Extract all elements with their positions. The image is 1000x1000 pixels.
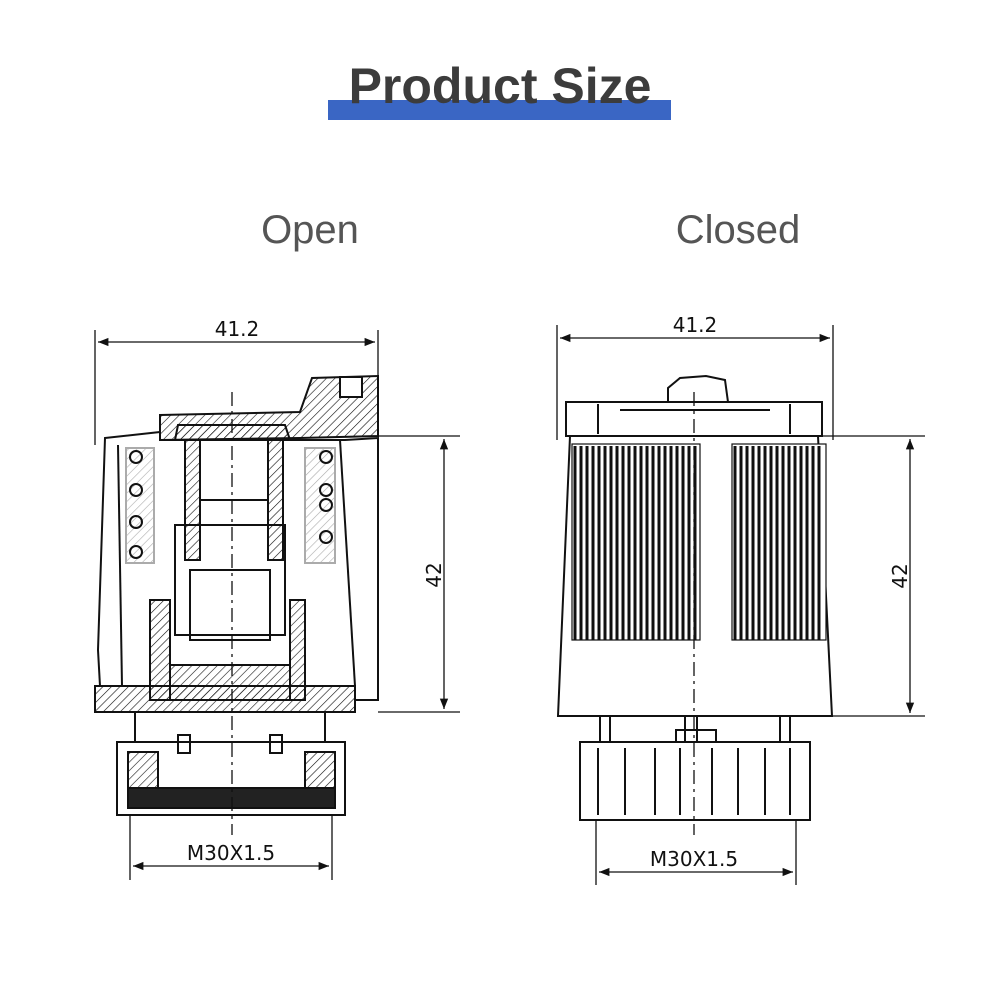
open-width-dimension: 41.2	[215, 317, 260, 341]
title-accent-bar	[328, 100, 671, 120]
open-view-drawing	[94, 374, 379, 835]
open-dimensions	[94, 330, 460, 880]
open-view-label: Open	[261, 208, 359, 252]
closed-thread-dimension: M30X1.5	[650, 847, 738, 871]
closed-view-label: Closed	[675, 208, 801, 252]
closed-height-dimension: 42	[888, 563, 912, 588]
closed-width-dimension: 41.2	[673, 313, 718, 337]
title-block: Product Size	[0, 55, 1000, 125]
open-thread-dimension: M30X1.5	[187, 841, 275, 865]
open-height-dimension: 42	[422, 562, 446, 587]
spring-left	[125, 447, 155, 564]
page-title: Product Size	[348, 58, 652, 114]
spring-right	[304, 447, 336, 564]
closed-dimensions	[556, 325, 925, 885]
closed-view-drawing	[556, 374, 834, 835]
